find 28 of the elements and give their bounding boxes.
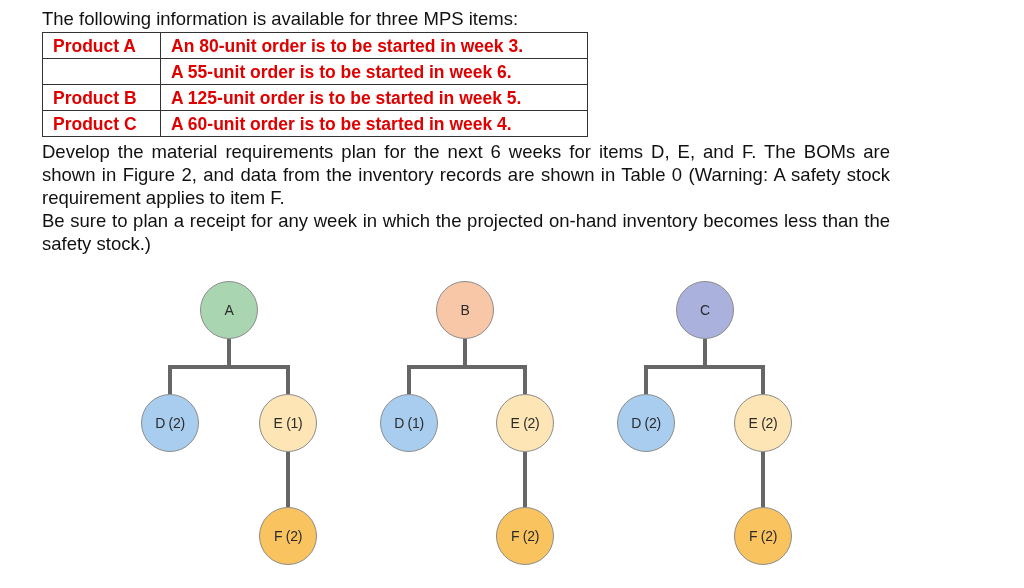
order-text: A 60-unit order is to be started in week 4.: [171, 113, 512, 134]
item-circle: F (2): [259, 507, 317, 565]
item-circle: C: [676, 281, 734, 339]
item-circle: F (2): [734, 507, 792, 565]
item-circle: D (2): [141, 394, 199, 452]
item-circle: E (2): [734, 394, 792, 452]
item-circle: E (1): [259, 394, 317, 452]
instruction-text: Be sure to plan a receipt for any week in which the projected on-hand inventory becomes less than the safety stock.): [42, 209, 890, 255]
intro-text: The following information is available for three MPS items:: [42, 8, 519, 30]
connector-line: [761, 452, 765, 507]
product-label: Product A: [53, 35, 136, 56]
order-text: A 55-unit order is to be started in week 6.: [171, 61, 512, 82]
connector-line: [703, 339, 765, 394]
order-text: A 125-unit order is to be started in week 5.: [171, 87, 522, 108]
item-circle: F (2): [496, 507, 554, 565]
item-circle: D (2): [617, 394, 675, 452]
order-text: An 80-unit order is to be started in week 3.: [171, 35, 524, 56]
connector-line: [523, 452, 527, 507]
item-circle: B: [436, 281, 494, 339]
product-label: Product B: [53, 87, 137, 108]
connector-line: [286, 452, 290, 507]
item-circle: D (1): [380, 394, 438, 452]
connector-line: [463, 339, 527, 394]
product-label: Product C: [53, 113, 137, 134]
item-circle: E (2): [496, 394, 554, 452]
connector-line: [227, 339, 290, 394]
instruction-text: Develop the material requirements plan for the next 6 weeks for items D, E, and F. The BOMs are shown in Figure 2, and data from the inventory records are shown in Table 0 (Warning: A safety stock requirement applies to item F.: [42, 140, 890, 209]
item-circle: A: [200, 281, 258, 339]
